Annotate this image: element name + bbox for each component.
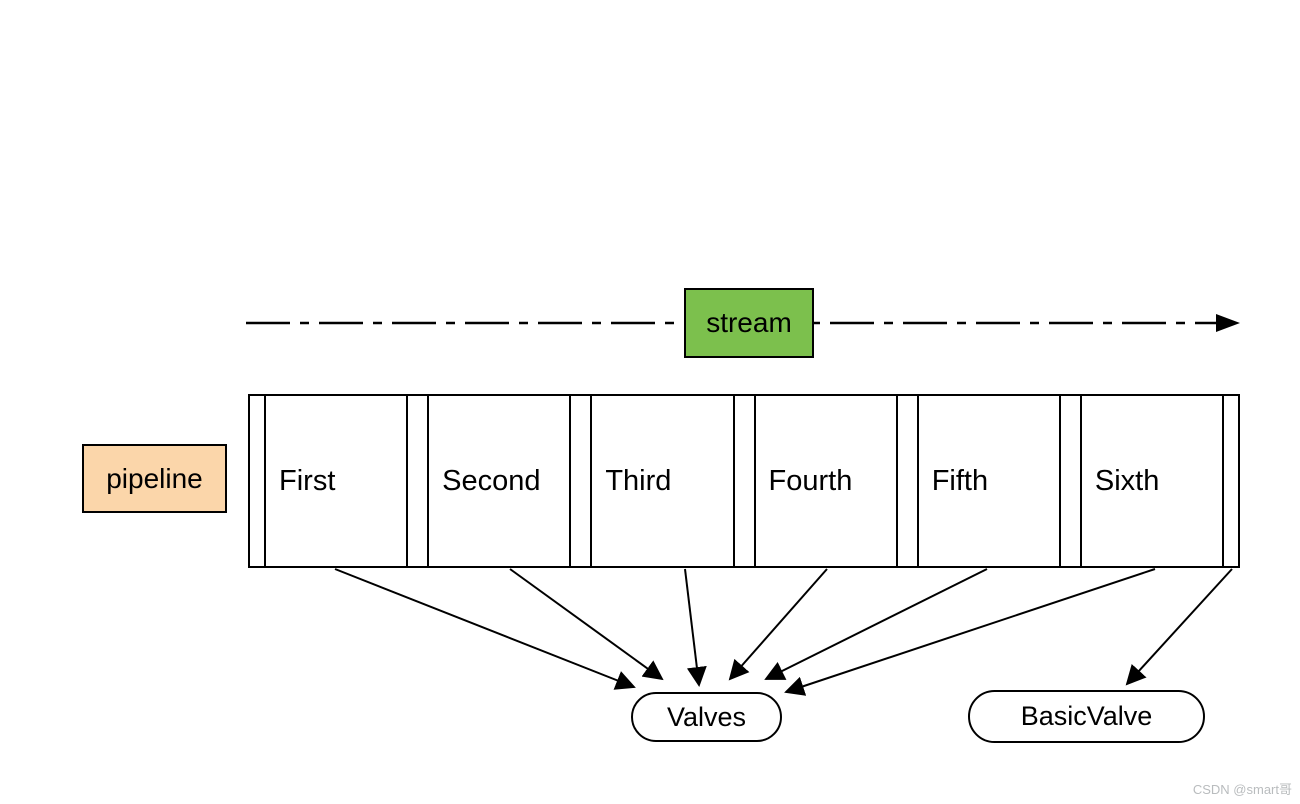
valve-section-first: First [264,396,409,566]
valve-section-label: Sixth [1094,464,1160,497]
valve-section-second: Second [427,396,572,566]
pipeline-container: First Second Third Fourth Fifth Sixth [248,394,1240,568]
watermark: CSDN @smart哥 [1192,782,1292,797]
stream-flow-arrowhead-icon [1216,314,1240,332]
valve-section-label: Third [605,464,672,497]
valves-label: Valves [666,701,747,732]
valve-section-label: Fourth [768,464,853,497]
valve-section-label: First [279,464,336,497]
arrow-fourth-to-valves [728,568,828,681]
basicvalve-node: BasicValve [968,690,1205,743]
pipeline-box: pipeline [82,444,227,513]
arrow-fifth-to-valves [764,568,988,680]
valve-section-fifth: Fifth [916,396,1061,566]
valves-node: Valves [631,692,782,742]
valve-section-fourth: Fourth [753,396,898,566]
pipeline-label: pipeline [106,462,203,494]
arrow-third-to-valves [684,568,707,687]
arrow-pipeline-end-to-basicvalve [1125,568,1233,686]
arrow-first-to-valves [334,568,636,690]
stream-label: stream [706,307,792,338]
valve-section-third: Third [590,396,735,566]
arrow-second-to-valves [509,568,664,681]
valve-section-label: Second [442,464,541,497]
valve-section-label: Fifth [931,464,989,497]
basicvalve-label: BasicValve [1020,701,1153,731]
arrow-sixth-to-valves [784,568,1156,696]
stream-box: stream [684,288,814,358]
valve-section-sixth: Sixth [1079,396,1225,566]
